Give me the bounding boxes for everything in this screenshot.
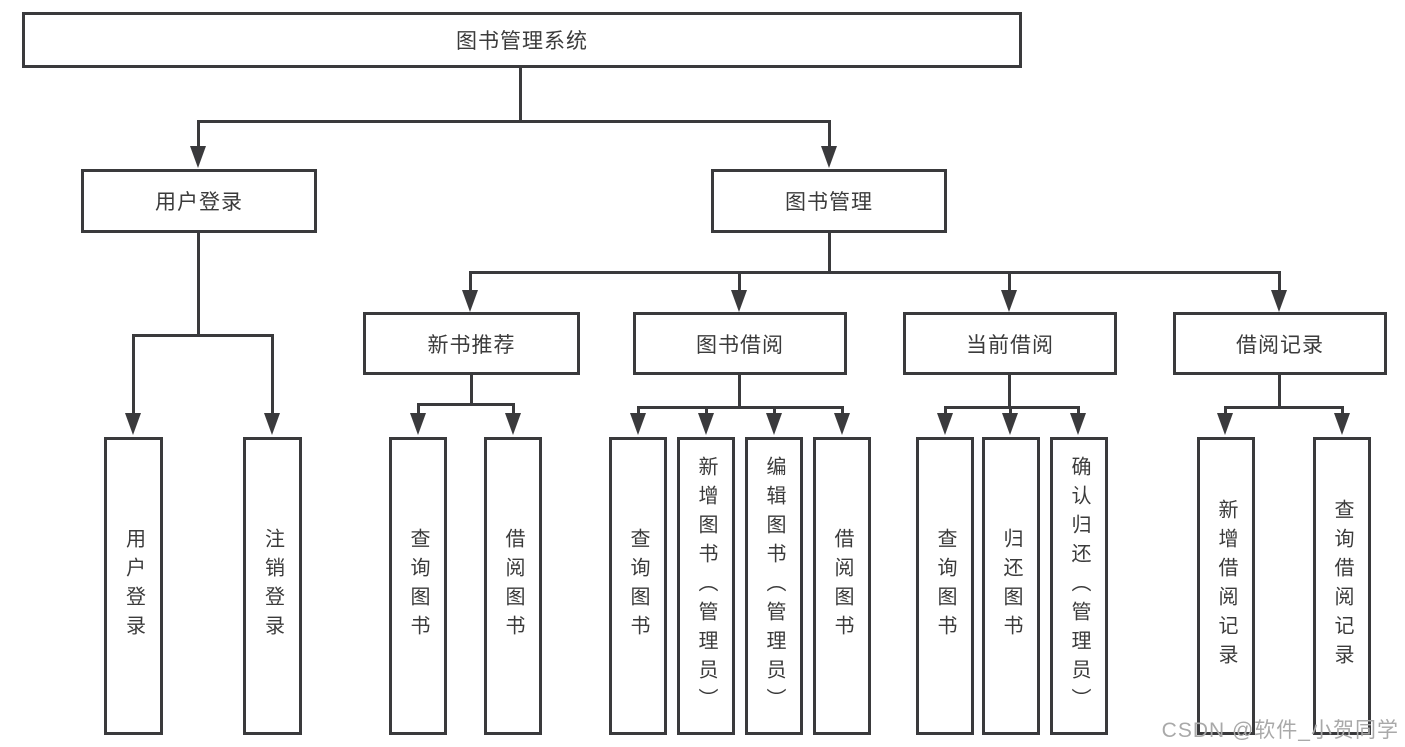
connector-line xyxy=(1278,271,1281,292)
connector-line xyxy=(271,334,274,415)
connector-line xyxy=(1009,406,1012,415)
leaf-query-books-borrowing-label: 查询图书 xyxy=(627,528,649,644)
node-book-borrowing: 图书借阅 xyxy=(633,312,847,375)
connector-line xyxy=(738,375,741,408)
node-new-book-recommend-label: 新书推荐 xyxy=(427,333,516,357)
connector-line xyxy=(469,271,472,292)
connector-line xyxy=(944,406,947,415)
arrow-down-icon xyxy=(1271,290,1287,312)
arrow-down-icon xyxy=(1334,413,1350,435)
leaf-user-login: 用户登录 xyxy=(104,437,163,735)
connector-line xyxy=(417,403,515,406)
leaf-query-books-current: 查询图书 xyxy=(916,437,974,735)
leaf-borrow-books-recommend-label: 借阅图书 xyxy=(502,528,524,644)
connector-line xyxy=(197,233,200,334)
leaf-add-book-admin: 新增图书（管理员） xyxy=(677,437,735,735)
node-current-borrowing-label: 当前借阅 xyxy=(966,333,1054,357)
node-borrow-records: 借阅记录 xyxy=(1173,312,1387,375)
connector-line xyxy=(828,233,831,272)
connector-line xyxy=(512,403,515,415)
leaf-borrow-books-recommend: 借阅图书 xyxy=(484,437,542,735)
node-book-management: 图书管理 xyxy=(711,169,947,233)
arrow-down-icon xyxy=(834,413,850,435)
node-borrow-records-label: 借阅记录 xyxy=(1236,333,1324,357)
arrow-down-icon xyxy=(821,146,837,168)
connector-line xyxy=(1278,375,1281,408)
leaf-confirm-return-admin-label: 确认归还（管理员） xyxy=(1068,455,1090,717)
connector-line xyxy=(470,375,473,406)
leaf-borrow-books-borrowing-label: 借阅图书 xyxy=(831,528,853,644)
node-user-login: 用户登录 xyxy=(81,169,317,233)
connector-line xyxy=(469,271,1281,274)
leaf-query-books-recommend: 查询图书 xyxy=(389,437,447,735)
connector-line xyxy=(132,334,135,415)
arrow-down-icon xyxy=(1217,413,1233,435)
node-book-borrowing-label: 图书借阅 xyxy=(696,333,784,357)
leaf-logout-label: 注销登录 xyxy=(261,528,284,644)
connector-line xyxy=(841,406,844,415)
connector-line xyxy=(1341,406,1344,415)
connector-line xyxy=(417,403,420,415)
connector-line xyxy=(828,120,831,150)
leaf-user-login-label: 用户登录 xyxy=(122,528,145,644)
node-current-borrowing: 当前借阅 xyxy=(903,312,1117,375)
connector-line xyxy=(132,334,274,337)
arrow-down-icon xyxy=(1070,413,1086,435)
connector-line xyxy=(519,68,522,120)
leaf-confirm-return-admin: 确认归还（管理员） xyxy=(1050,437,1108,735)
leaf-add-borrow-record-label: 新增借阅记录 xyxy=(1215,499,1237,673)
connector-line xyxy=(1224,406,1227,415)
connector-line xyxy=(1077,406,1080,415)
watermark: CSDN @软件_小贺同学 xyxy=(1161,719,1399,742)
connector-line xyxy=(1008,375,1011,408)
arrow-down-icon xyxy=(1002,413,1018,435)
connector-line xyxy=(1008,271,1011,292)
connector-line xyxy=(1224,406,1344,409)
leaf-logout: 注销登录 xyxy=(243,437,302,735)
arrow-down-icon xyxy=(731,290,747,312)
node-root-label: 图书管理系统 xyxy=(456,30,588,53)
connector-line xyxy=(773,406,776,415)
node-user-login-label: 用户登录 xyxy=(155,191,243,214)
arrow-down-icon xyxy=(630,413,646,435)
arrow-down-icon xyxy=(125,413,141,435)
connector-line xyxy=(637,406,844,409)
arrow-down-icon xyxy=(1001,290,1017,312)
leaf-return-book-label: 归还图书 xyxy=(1000,528,1022,644)
node-root: 图书管理系统 xyxy=(22,12,1022,68)
arrow-down-icon xyxy=(410,413,426,435)
arrow-down-icon xyxy=(937,413,953,435)
arrow-down-icon xyxy=(462,290,478,312)
leaf-query-books-recommend-label: 查询图书 xyxy=(407,528,429,644)
leaf-edit-book-admin: 编辑图书（管理员） xyxy=(745,437,803,735)
connector-line xyxy=(197,120,831,123)
connector-line xyxy=(705,406,708,415)
connector-line xyxy=(944,406,1080,409)
leaf-edit-book-admin-label: 编辑图书（管理员） xyxy=(763,455,785,717)
connector-line xyxy=(738,271,741,292)
arrow-down-icon xyxy=(766,413,782,435)
connector-line xyxy=(637,406,640,415)
leaf-query-borrow-record: 查询借阅记录 xyxy=(1313,437,1371,735)
arrow-down-icon xyxy=(264,413,280,435)
leaf-add-book-admin-label: 新增图书（管理员） xyxy=(695,455,717,717)
leaf-add-borrow-record: 新增借阅记录 xyxy=(1197,437,1255,735)
leaf-query-books-borrowing: 查询图书 xyxy=(609,437,667,735)
leaf-return-book: 归还图书 xyxy=(982,437,1040,735)
leaf-query-books-current-label: 查询图书 xyxy=(934,528,956,644)
node-new-book-recommend: 新书推荐 xyxy=(363,312,580,375)
arrow-down-icon xyxy=(698,413,714,435)
arrow-down-icon xyxy=(505,413,521,435)
arrow-down-icon xyxy=(190,146,206,168)
node-book-management-label: 图书管理 xyxy=(785,191,873,214)
connector-line xyxy=(197,120,200,150)
leaf-query-borrow-record-label: 查询借阅记录 xyxy=(1331,499,1353,673)
leaf-borrow-books-borrowing: 借阅图书 xyxy=(813,437,871,735)
